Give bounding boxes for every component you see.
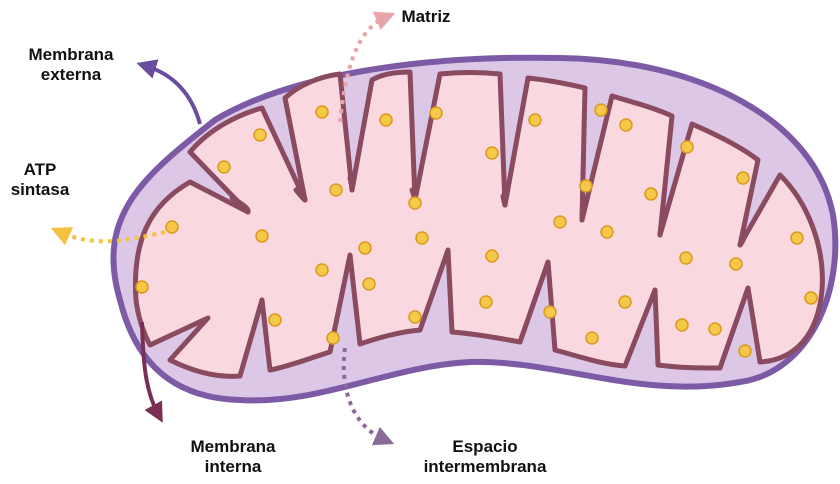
crista (350, 178, 352, 190)
granule (416, 232, 428, 244)
crista (503, 196, 505, 205)
label-matrix: Matriz (386, 7, 466, 27)
granule (709, 323, 721, 335)
crista (660, 228, 661, 235)
granule (330, 184, 342, 196)
granule (486, 250, 498, 262)
granule (218, 161, 230, 173)
granule (730, 258, 742, 270)
granule (363, 278, 375, 290)
granule (544, 306, 556, 318)
granule (681, 141, 693, 153)
granule (136, 281, 148, 293)
granule (580, 180, 592, 192)
granule (645, 188, 657, 200)
label-atp-synthase-line-2: sintasa (0, 180, 80, 200)
granule (409, 197, 421, 209)
label-inner-membrane-line-1: Membrana (168, 437, 298, 457)
granule (620, 119, 632, 131)
label-atp-synthase-line-1: ATP (0, 160, 80, 180)
granule (316, 106, 328, 118)
label-outer-membrane: Membrana externa (6, 45, 136, 85)
granule (676, 319, 688, 331)
granule (269, 314, 281, 326)
granule (619, 296, 631, 308)
label-inner-membrane: Membrana interna (168, 437, 298, 477)
outer-membrane-arrow (146, 66, 200, 124)
granule (805, 292, 817, 304)
granule (430, 107, 442, 119)
granule (409, 311, 421, 323)
granule (601, 226, 613, 238)
granule (254, 129, 266, 141)
granule (737, 172, 749, 184)
label-atp-synthase: ATP sintasa (0, 160, 80, 200)
granule (486, 147, 498, 159)
granule (380, 114, 392, 126)
granule (791, 232, 803, 244)
granule (739, 345, 751, 357)
label-outer-membrane-line-1: Membrana (6, 45, 136, 65)
label-matrix-text: Matriz (386, 7, 466, 27)
label-outer-membrane-line-2: externa (6, 65, 136, 85)
granule (554, 216, 566, 228)
granule (595, 104, 607, 116)
granule (586, 332, 598, 344)
label-inner-membrane-line-2: interna (168, 457, 298, 477)
label-intermembrane-space: Espacio intermembrana (400, 437, 570, 477)
granule (359, 242, 371, 254)
granule (327, 332, 339, 344)
granule (166, 221, 178, 233)
granule (480, 296, 492, 308)
label-intermembrane-space-line-2: intermembrana (400, 457, 570, 477)
granule (680, 252, 692, 264)
label-intermembrane-space-line-1: Espacio (400, 437, 570, 457)
granule (529, 114, 541, 126)
granule (256, 230, 268, 242)
granule (316, 264, 328, 276)
